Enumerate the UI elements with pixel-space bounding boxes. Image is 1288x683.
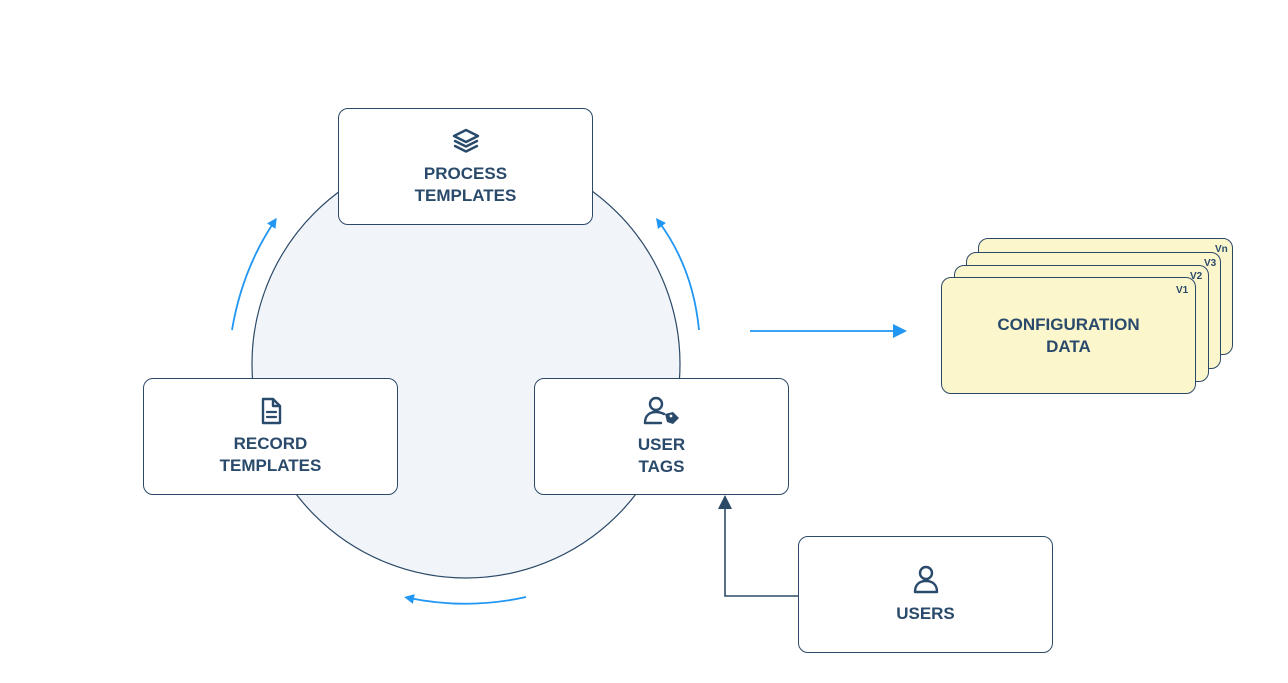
- users-to-tags-connector: [718, 495, 798, 597]
- users-label: USERS: [896, 603, 955, 623]
- configuration-data-label: CONFIGURATION DATA: [997, 314, 1140, 356]
- users-node[interactable]: USERS: [798, 536, 1053, 653]
- configuration-card-v1[interactable]: [941, 277, 1196, 394]
- process-templates-node[interactable]: PROCESS TEMPLATES: [338, 108, 593, 225]
- document-icon: [261, 397, 281, 424]
- cycle-arrow-right: [656, 217, 700, 331]
- cycle-arrow-left: [231, 217, 277, 331]
- cycle-arrow-bottom: [404, 594, 527, 605]
- version-label-vn: Vn: [1215, 244, 1228, 255]
- version-label-v1: V1: [1176, 285, 1189, 296]
- user-icon: [913, 565, 938, 593]
- user-tags-label: USER TAGS: [637, 434, 686, 476]
- process-templates-label: PROCESS TEMPLATES: [414, 163, 517, 205]
- user-tag-icon: [643, 396, 679, 424]
- version-label-v3: V3: [1204, 258, 1217, 269]
- version-label-v2: V2: [1190, 271, 1203, 282]
- layers-icon: [452, 128, 479, 153]
- configuration-data-label-wrap: CONFIGURATION DATA: [942, 278, 1195, 393]
- record-templates-node[interactable]: RECORD TEMPLATES: [143, 378, 398, 495]
- record-templates-label: RECORD TEMPLATES: [219, 433, 322, 475]
- user-tags-node[interactable]: USER TAGS: [534, 378, 789, 495]
